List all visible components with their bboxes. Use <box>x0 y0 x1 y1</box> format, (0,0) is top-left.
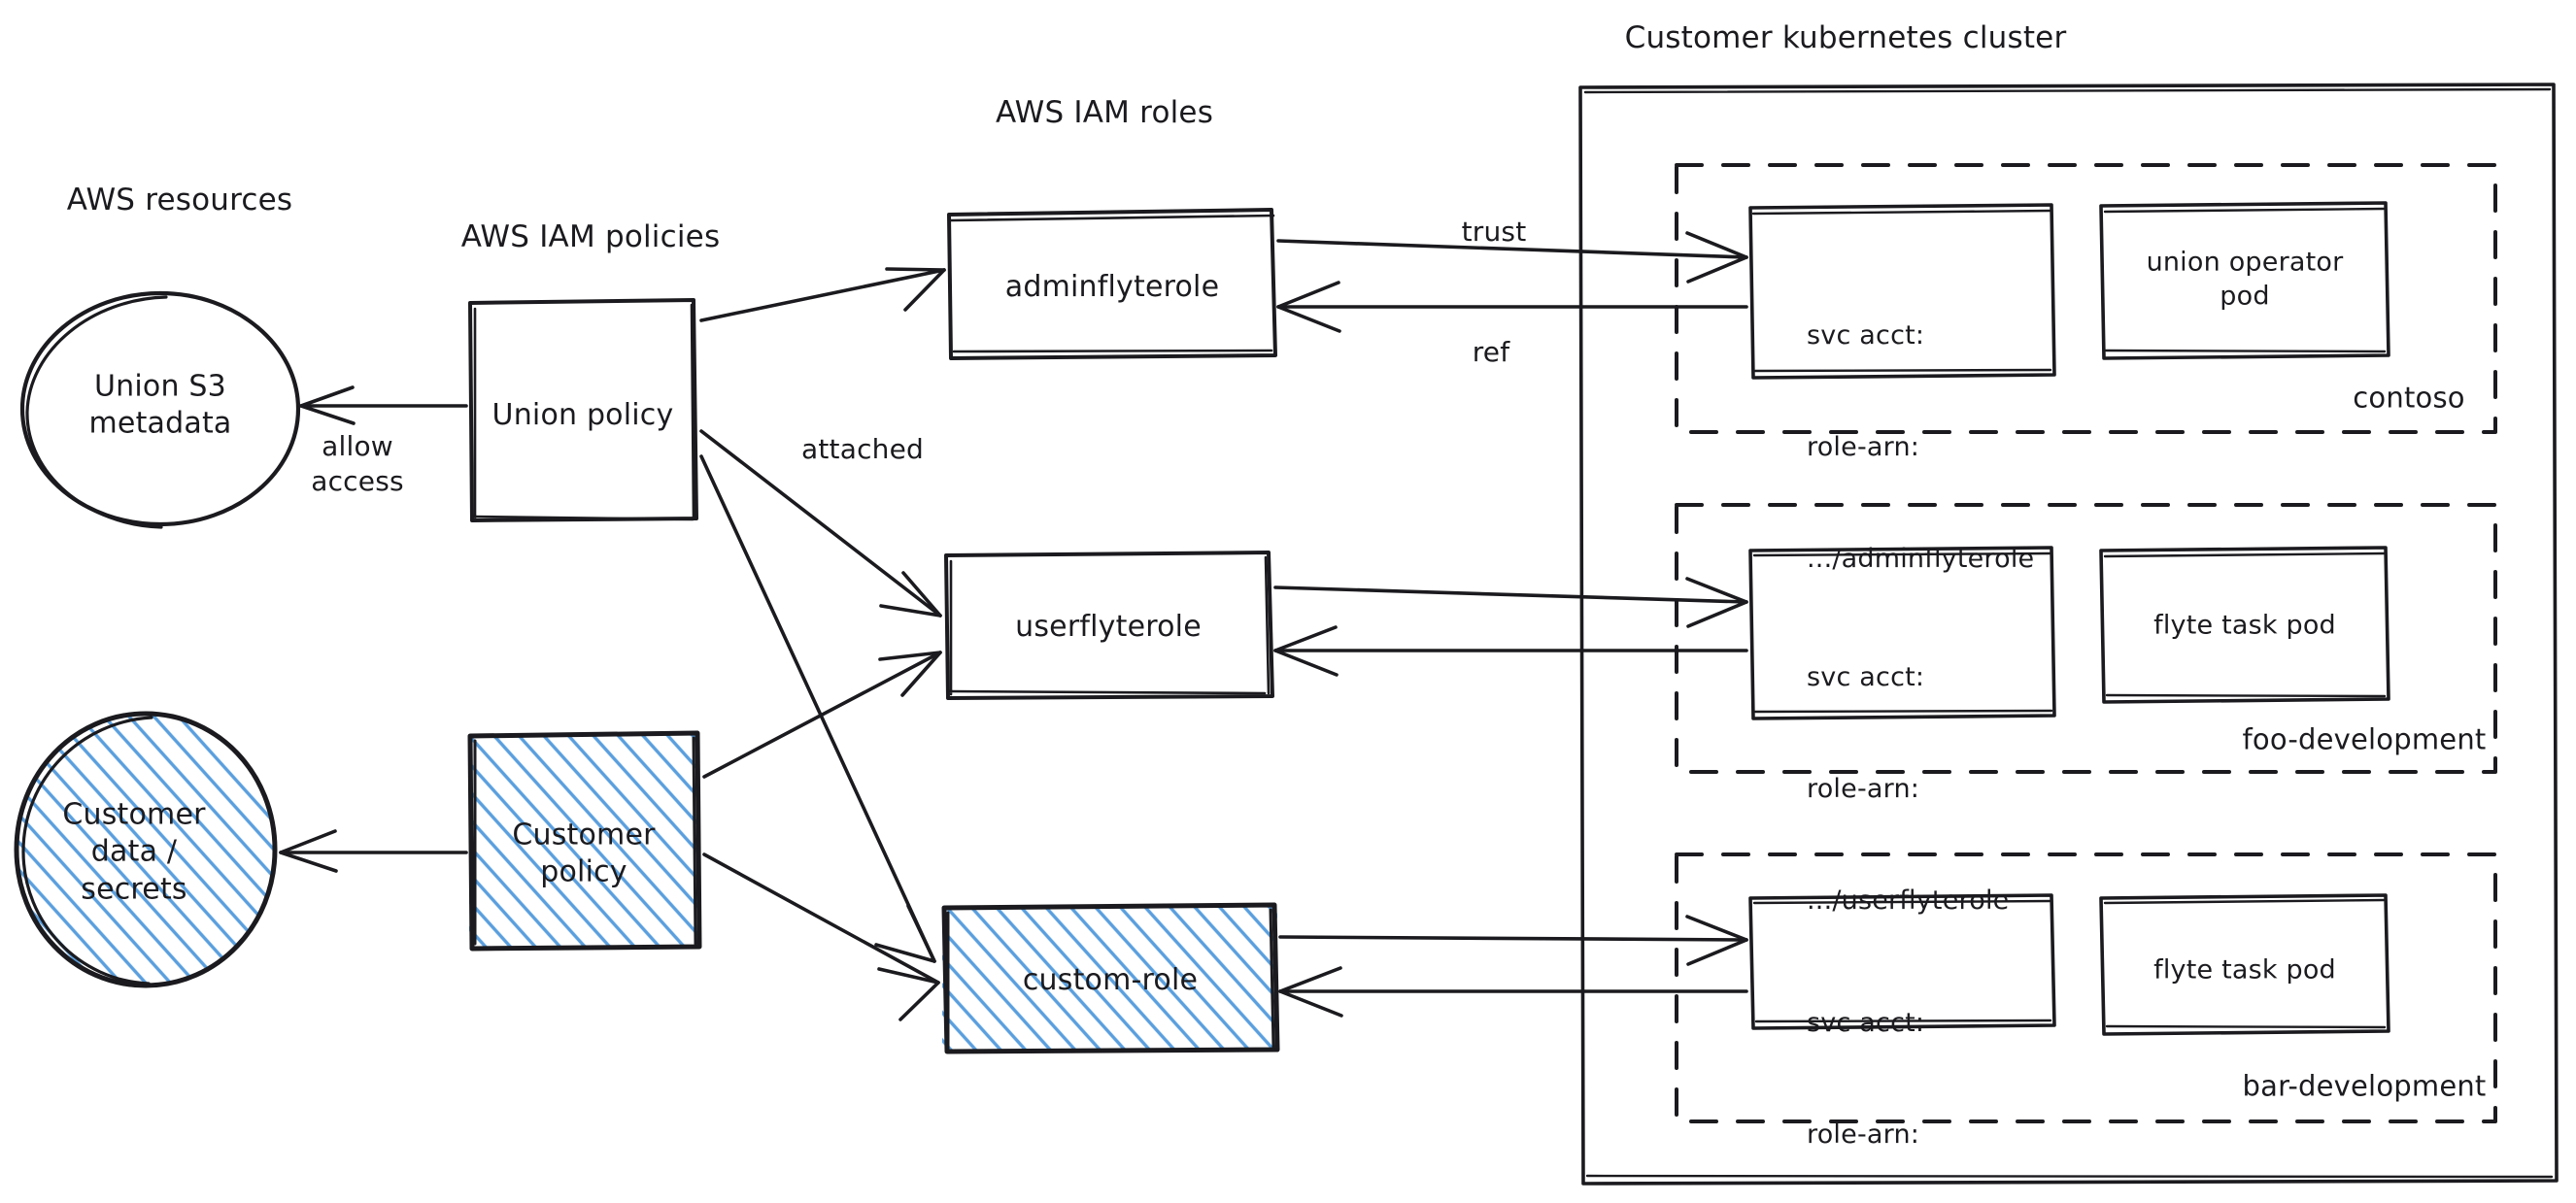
namespace-label-contoso: contoso <box>2353 381 2465 415</box>
svc-acct-line1: svc acct: <box>1807 661 1925 692</box>
arrow-svc-acct-foo-ref <box>1273 625 1748 677</box>
svc-acct-label-bar: svc acct: role-arn: .../custom-role <box>1807 930 1999 1203</box>
node-label-union-policy: Union policy <box>491 397 674 432</box>
arrow-union-policy-to-adminflyterole <box>699 267 946 322</box>
section-title-aws-iam-policies: AWS IAM policies <box>460 219 721 255</box>
adminflyterole-shape <box>947 208 1277 360</box>
union-policy-shape <box>468 298 698 522</box>
svc-acct-line1: svc acct: <box>1807 319 1925 351</box>
kubernetes-cluster-box <box>1578 83 2559 1186</box>
svc-acct-line1: svc acct: <box>1807 1007 1925 1038</box>
svc-acct-bar-box <box>1748 893 2056 1030</box>
node-label-userflyterole: userflyterole <box>1015 609 1202 644</box>
custom-role-shape <box>941 902 1280 1054</box>
pod-label-flyte-task-bar: flyte task pod <box>2153 954 2336 986</box>
svc-acct-foo-box <box>1748 546 2056 720</box>
arrow-custom-role-trust <box>1278 915 1748 966</box>
namespace-label-foo-development: foo-development <box>2242 722 2487 756</box>
arrow-customer-policy-to-custom-role <box>702 852 940 1021</box>
pod-flyte-task-bar-box <box>2099 893 2390 1036</box>
svc-acct-line2: role-arn: <box>1807 431 1920 462</box>
section-title-customer-cluster: Customer kubernetes cluster <box>1624 20 2067 56</box>
arrow-svc-acct-bar-ref <box>1278 966 1748 1018</box>
arrow-userflyterole-trust <box>1273 577 1748 628</box>
edge-label-ref: ref <box>1472 336 1510 369</box>
namespace-bar-dev-box <box>1675 852 2497 1123</box>
namespace-foo-dev-box <box>1675 503 2497 774</box>
customer-policy-shape <box>467 730 702 952</box>
node-label-custom-role: custom-role <box>1022 962 1199 997</box>
node-label-adminflyterole: adminflyterole <box>1004 269 1220 304</box>
arrow-adminflyterole-trust <box>1276 231 1748 284</box>
arrow-customer-policy-to-data <box>279 829 468 873</box>
svc-acct-label-foo: svc acct: role-arn: .../userflyterole <box>1807 585 2009 994</box>
edge-label-attached: attached <box>800 433 925 466</box>
svc-acct-line2: role-arn: <box>1807 1119 1920 1150</box>
svc-acct-line3: .../adminflyterole <box>1807 543 2035 574</box>
pod-flyte-task-foo-box <box>2099 546 2390 704</box>
arrow-customer-policy-to-userflyterole <box>702 651 942 779</box>
arrow-union-policy-to-userflyterole <box>699 429 942 618</box>
pod-union-operator-box <box>2099 201 2390 360</box>
union-s3-shape <box>19 290 301 529</box>
arrow-svc-acct-contoso-ref <box>1276 281 1748 333</box>
section-title-aws-resources: AWS resources <box>66 183 293 218</box>
pod-label-flyte-task-foo: flyte task pod <box>2153 610 2336 641</box>
arrow-union-policy-to-custom-role <box>699 454 936 963</box>
customer-data-shape <box>14 711 278 988</box>
section-title-aws-iam-roles: AWS IAM roles <box>995 95 1214 131</box>
userflyterole-shape <box>944 551 1274 700</box>
svc-acct-contoso-box <box>1748 203 2056 380</box>
namespace-contoso-box <box>1675 163 2497 434</box>
svc-acct-line3: .../userflyterole <box>1807 885 2010 916</box>
arrow-union-policy-to-s3 <box>299 385 468 425</box>
namespace-label-bar-development: bar-development <box>2242 1069 2487 1103</box>
edge-label-trust: trust <box>1461 216 1527 249</box>
svc-acct-line2: role-arn: <box>1807 773 1920 804</box>
svc-acct-label-contoso: svc acct: role-arn: .../adminflyterole <box>1807 243 2034 652</box>
